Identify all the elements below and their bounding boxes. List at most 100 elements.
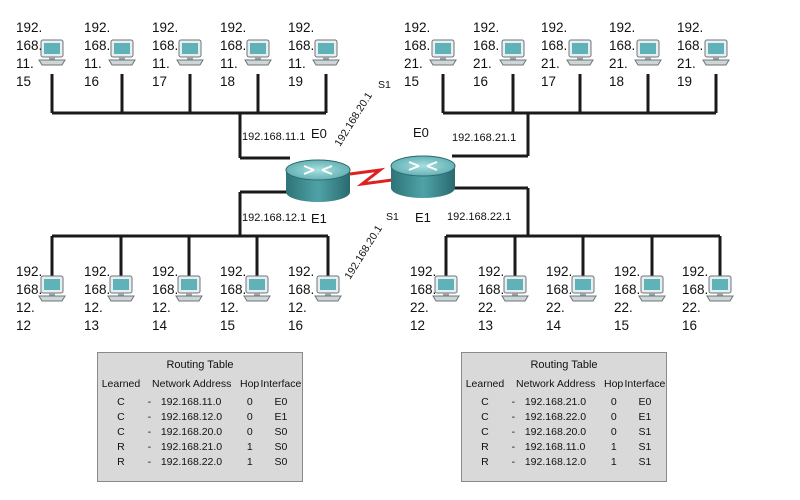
host-ip-label: 12. (16, 300, 35, 315)
cell-hop: 0 (246, 396, 253, 408)
desktop-computer-icon[interactable] (702, 39, 730, 66)
routing-table-title: Routing Table (530, 359, 598, 371)
desktop-computer-icon[interactable] (244, 39, 272, 66)
cell-network: 192.168.20.0 (160, 426, 223, 438)
host-ip-label: 168. (546, 282, 572, 297)
host-ip-label: 192. (84, 264, 110, 279)
host-ip-label: 15 (16, 74, 31, 89)
cell-learned: R (481, 456, 489, 468)
cell-hop: 0 (246, 426, 253, 438)
cell-hop: 0 (246, 411, 253, 423)
router-right[interactable] (390, 155, 456, 198)
host-ip-label: 22. (614, 300, 633, 315)
cell-learned: R (117, 456, 125, 468)
cell-interface: S1 (638, 426, 652, 438)
router-left[interactable] (285, 159, 351, 202)
host-ip-label: 192. (404, 20, 430, 35)
host-ip-label: 14 (546, 318, 562, 333)
col-learned: Learned (465, 378, 505, 390)
host-ip-label: 13 (84, 318, 99, 333)
host-ip-label: 11. (152, 56, 170, 71)
desktop-computer-icon[interactable] (501, 275, 529, 302)
desktop-computer-icon[interactable] (38, 275, 66, 302)
host-ip-label: 192. (16, 264, 42, 279)
host-ip-label: 192. (220, 264, 246, 279)
left-e1-ip: 192.168.12.1 (242, 212, 306, 224)
col-hop: Hop (603, 378, 624, 390)
routing-table-right: Routing Table Learned Network Address Ho… (461, 352, 667, 482)
host-ip-label: 17 (541, 74, 556, 89)
desktop-computer-icon[interactable] (566, 39, 594, 66)
desktop-computer-icon[interactable] (634, 39, 662, 66)
col-hop: Hop (239, 378, 260, 390)
host-ip-label: 168. (410, 282, 436, 297)
host-ip-label: 192. (541, 20, 567, 35)
desktop-computer-icon[interactable] (107, 275, 135, 302)
desktop-computer-icon[interactable] (429, 39, 457, 66)
host-ip-label: 21. (473, 56, 492, 71)
cell-hop: 1 (610, 441, 617, 453)
cell-separator: - (511, 411, 516, 423)
cell-hop: 1 (610, 456, 617, 468)
host-ip-label: 192. (410, 264, 436, 279)
cell-separator: - (147, 411, 152, 423)
desktop-computer-icon[interactable] (312, 39, 340, 66)
host-ip-label: 22. (546, 300, 565, 315)
router-icon (285, 159, 351, 202)
desktop-computer-icon[interactable] (638, 275, 666, 302)
cell-learned: C (117, 411, 125, 423)
host-ip-label: 168. (614, 282, 640, 297)
col-network: Network Address (516, 378, 596, 390)
host-ip-label: 12. (220, 300, 239, 315)
host-ip-label: 168. (541, 38, 567, 53)
routing-table-header: Learned Network Address Hop Interface (98, 377, 302, 392)
left-e0-port: E0 (311, 126, 327, 141)
routing-table-title: Routing Table (166, 359, 234, 371)
cell-hop: 0 (610, 426, 617, 438)
host-ip-label: 168. (84, 282, 110, 297)
desktop-computer-icon[interactable] (38, 39, 66, 66)
hosts-layer: 192.168.11.15192.168.11.16192.168.11.171… (16, 20, 734, 333)
cell-separator: - (147, 441, 152, 453)
host-ip-label: 16 (682, 318, 697, 333)
desktop-computer-icon[interactable] (432, 275, 460, 302)
desktop-computer-icon[interactable] (569, 275, 597, 302)
host-ip-label: 192. (473, 20, 499, 35)
cell-network: 192.168.11.0 (160, 396, 222, 408)
right-e0-ip: 192.168.21.1 (452, 132, 516, 144)
router-icon (390, 155, 456, 198)
host-ip-label: 13 (478, 318, 493, 333)
desktop-computer-icon[interactable] (314, 275, 342, 302)
cell-hop: 0 (610, 411, 617, 423)
desktop-computer-icon[interactable] (706, 275, 734, 302)
desktop-computer-icon[interactable] (176, 39, 204, 66)
cell-network: 192.168.22.0 (524, 411, 587, 423)
cell-separator: - (511, 426, 516, 438)
host-ip-label: 11. (84, 56, 102, 71)
cell-separator: - (511, 441, 516, 453)
host-ip-label: 21. (541, 56, 560, 71)
desktop-computer-icon[interactable] (499, 39, 527, 66)
host-ip-label: 22. (478, 300, 497, 315)
cell-interface: S1 (638, 441, 652, 453)
host-ip-label: 192. (16, 20, 42, 35)
left-s1-upper-port: S1 (378, 79, 391, 91)
cell-learned: C (481, 426, 489, 438)
host-ip-label: 168. (16, 38, 42, 53)
desktop-computer-icon[interactable] (175, 275, 203, 302)
host-ip-label: 18 (609, 74, 624, 89)
cell-network: 192.168.12.0 (524, 456, 587, 468)
host-ip-label: 16 (84, 74, 99, 89)
desktop-computer-icon[interactable] (243, 275, 271, 302)
host-ip-label: 192. (220, 20, 246, 35)
host-ip-label: 16 (288, 318, 303, 333)
desktop-computer-icon[interactable] (108, 39, 136, 66)
host-ip-label: 168. (288, 38, 314, 53)
host-ip-label: 19 (288, 74, 303, 89)
